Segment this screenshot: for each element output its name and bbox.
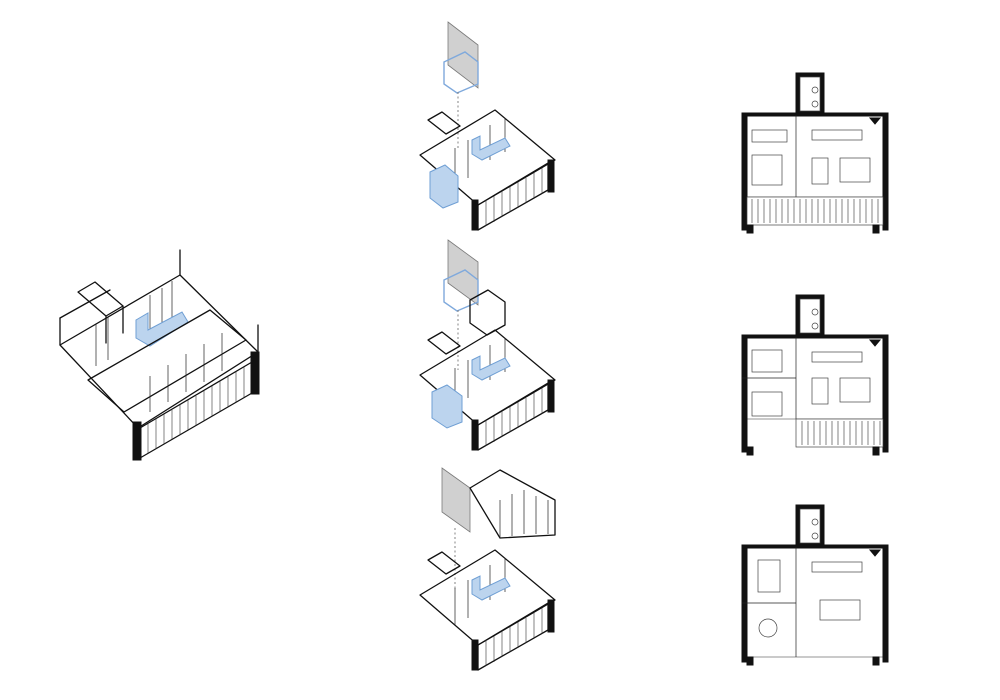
sofa xyxy=(751,129,788,143)
bed-2 xyxy=(751,391,783,417)
axonometric-variant-1 xyxy=(419,21,556,231)
axonometric-base xyxy=(59,249,260,461)
north-arrow-icon xyxy=(868,549,882,557)
module-outline xyxy=(443,51,479,94)
floor-slab xyxy=(419,109,556,206)
floor-plan-variant-2 xyxy=(741,294,889,456)
floor-plan-variant-3 xyxy=(741,504,889,666)
north-arrow-icon xyxy=(868,339,882,347)
meeting-table-2 xyxy=(819,599,861,621)
lounge-set xyxy=(839,157,871,183)
exploded-room xyxy=(469,289,506,336)
core-module xyxy=(471,135,511,161)
dining-table xyxy=(811,157,829,185)
round-table xyxy=(758,618,778,638)
kitchen-counter xyxy=(811,129,863,141)
wall-edges xyxy=(59,249,259,353)
bed xyxy=(751,154,783,186)
north-arrow-icon xyxy=(868,117,882,125)
axonometric-variant-3 xyxy=(419,467,556,671)
bed-1 xyxy=(751,349,783,373)
column-left xyxy=(132,421,142,461)
annex-block xyxy=(77,281,124,317)
axonometric-variant-2 xyxy=(419,239,556,451)
terrace xyxy=(746,196,884,226)
column-right xyxy=(250,351,260,395)
core-module-lower xyxy=(429,164,459,209)
meeting-table-1 xyxy=(757,559,781,593)
core-module xyxy=(135,311,189,347)
floor-plan-variant-1 xyxy=(741,72,889,234)
panel-exploded xyxy=(447,21,479,89)
